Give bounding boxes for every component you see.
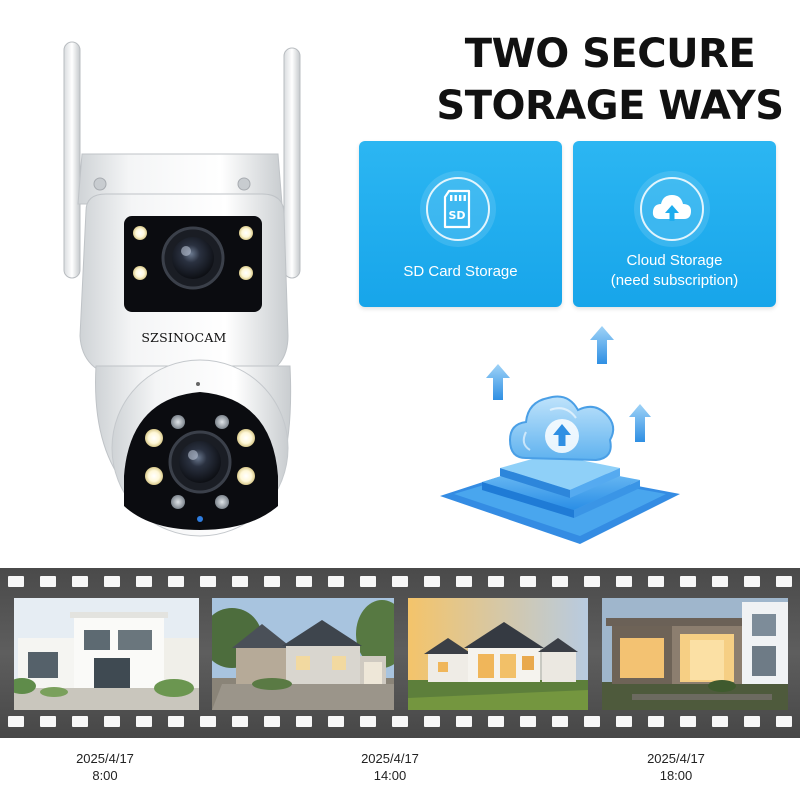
timestamp-3-date: 2025/4/17: [647, 751, 705, 766]
timestamp-2-time: 14:00: [373, 768, 407, 783]
cloud-storage-label: Cloud Storage: [626, 252, 723, 269]
timestamp-1-time: 8:00: [92, 768, 118, 783]
brand-logo: SZSINOCAM: [141, 330, 227, 345]
cloud-storage-card: Cloud Storage (need subscription): [573, 141, 776, 307]
timestamp-2: 2025/4/17 14:00: [330, 750, 450, 784]
film-sprockets-bottom: [0, 716, 800, 730]
sd-card-storage-card: SD SD Card Storage: [359, 141, 562, 307]
timestamp-2-date: 2025/4/17: [361, 751, 419, 766]
headline-line-1: TWO SECURE: [464, 31, 756, 77]
footage-frame-night: [602, 598, 788, 710]
footage-frame-evening: [408, 598, 588, 710]
timestamp-3-time: 18:00: [659, 768, 693, 783]
headline: TWO SECURE STORAGE WAYS: [430, 28, 790, 132]
timestamp-3: 2025/4/17 18:00: [616, 750, 736, 784]
footage-frame-afternoon: [212, 598, 394, 710]
film-sprockets-top: [0, 576, 800, 590]
film-strip: [0, 568, 800, 738]
headline-line-2: STORAGE WAYS: [436, 83, 784, 129]
sd-icon-text: SD: [448, 209, 465, 222]
footage-frame-morning: [14, 598, 199, 710]
camera-illustration: [63, 41, 301, 537]
sd-card-icon: SD: [420, 171, 496, 247]
cloud-storage-subscription-note: (need subscription): [610, 272, 739, 289]
sd-card-storage-label: SD Card Storage: [403, 263, 518, 280]
cloud-upload-illustration: [440, 326, 680, 544]
timestamp-1-date: 2025/4/17: [76, 751, 134, 766]
timestamp-1: 2025/4/17 8:00: [45, 750, 165, 784]
cloud-upload-icon: [634, 171, 710, 247]
